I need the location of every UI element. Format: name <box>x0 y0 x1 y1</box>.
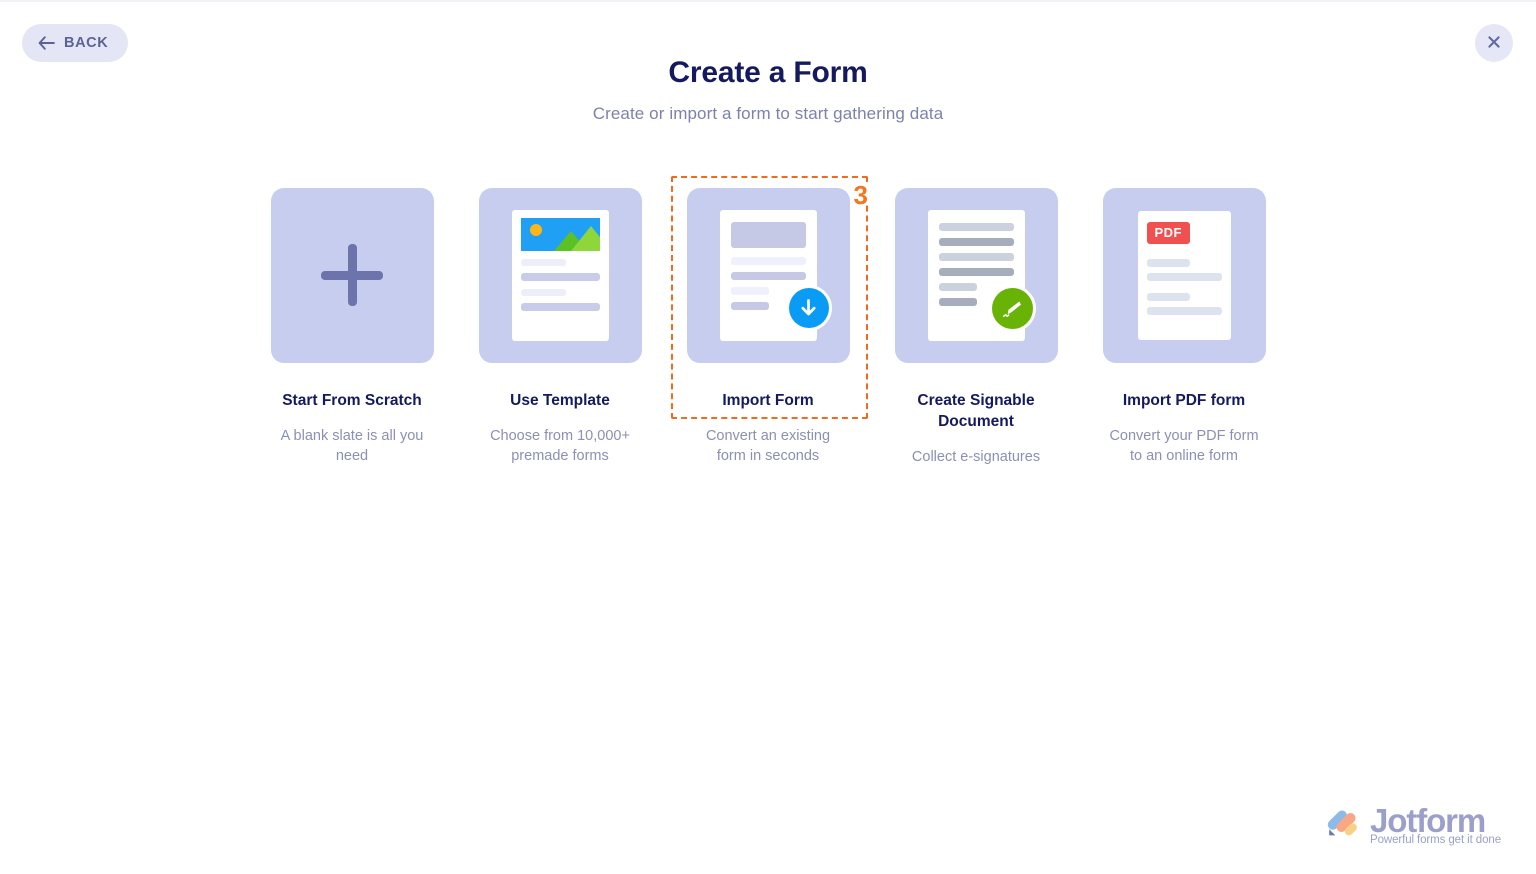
pen-icon <box>991 288 1033 329</box>
card-description: A blank slate is all you need <box>280 428 424 465</box>
card-description: Convert an existing form in seconds <box>705 428 831 465</box>
card-title: Use Template <box>510 392 610 409</box>
create-signable-document-tile[interactable] <box>894 188 1058 363</box>
signature-document-icon <box>927 210 1033 341</box>
close-icon <box>1486 34 1502 53</box>
card-title: Create Signable Document <box>917 392 1035 431</box>
arrow-left-icon <box>38 36 55 50</box>
card-title: Start From Scratch <box>282 392 422 409</box>
jotform-wordmark: Jotform <box>1370 802 1486 839</box>
card-title: Import PDF form <box>1122 392 1246 409</box>
pdf-document-icon: PDF <box>1137 211 1231 340</box>
jotform-mark-icon <box>1323 804 1363 845</box>
download-arrow-icon <box>788 288 829 328</box>
page-title: Create a Form <box>668 56 868 89</box>
option-card-import-pdf-form[interactable]: PDF Import PDF form Convert your PDF for… <box>1102 188 1266 466</box>
back-button[interactable]: BACK <box>22 24 129 62</box>
option-card-start-from-scratch[interactable]: Start From Scratch A blank slate is all … <box>270 188 434 466</box>
close-button[interactable] <box>1475 24 1513 62</box>
top-divider <box>0 0 1536 2</box>
option-card-create-signable-document[interactable]: Create Signable Document Collect e-signa… <box>894 188 1058 467</box>
card-description: Collect e-signatures <box>911 449 1041 466</box>
card-description: Choose from 10,000+ premade forms <box>490 428 630 465</box>
option-card-import-form[interactable]: Import Form Convert an existing form in … <box>686 188 850 466</box>
create-form-options: Start From Scratch A blank slate is all … <box>0 188 1536 467</box>
jotform-tagline: Powerful forms get it done <box>1370 834 1501 846</box>
option-card-use-template[interactable]: Use Template Choose from 10,000+ premade… <box>478 188 642 466</box>
start-from-scratch-tile[interactable] <box>270 188 434 363</box>
download-document-icon <box>719 210 829 341</box>
use-template-tile[interactable] <box>478 188 642 363</box>
pdf-badge: PDF <box>1146 222 1190 244</box>
import-pdf-form-tile[interactable]: PDF <box>1102 188 1266 363</box>
picture-icon <box>520 218 600 251</box>
template-document-icon <box>511 210 609 341</box>
import-form-tile[interactable] <box>686 188 850 363</box>
card-title: Import Form <box>722 392 814 409</box>
page-subtitle: Create or import a form to start gatheri… <box>592 104 944 123</box>
card-description: Convert your PDF form to an online form <box>1109 428 1259 465</box>
jotform-logo: Jotform Powerful forms get it done <box>1323 804 1501 846</box>
back-button-label: BACK <box>64 35 109 51</box>
page-header: Create a Form Create or import a form to… <box>0 56 1536 124</box>
